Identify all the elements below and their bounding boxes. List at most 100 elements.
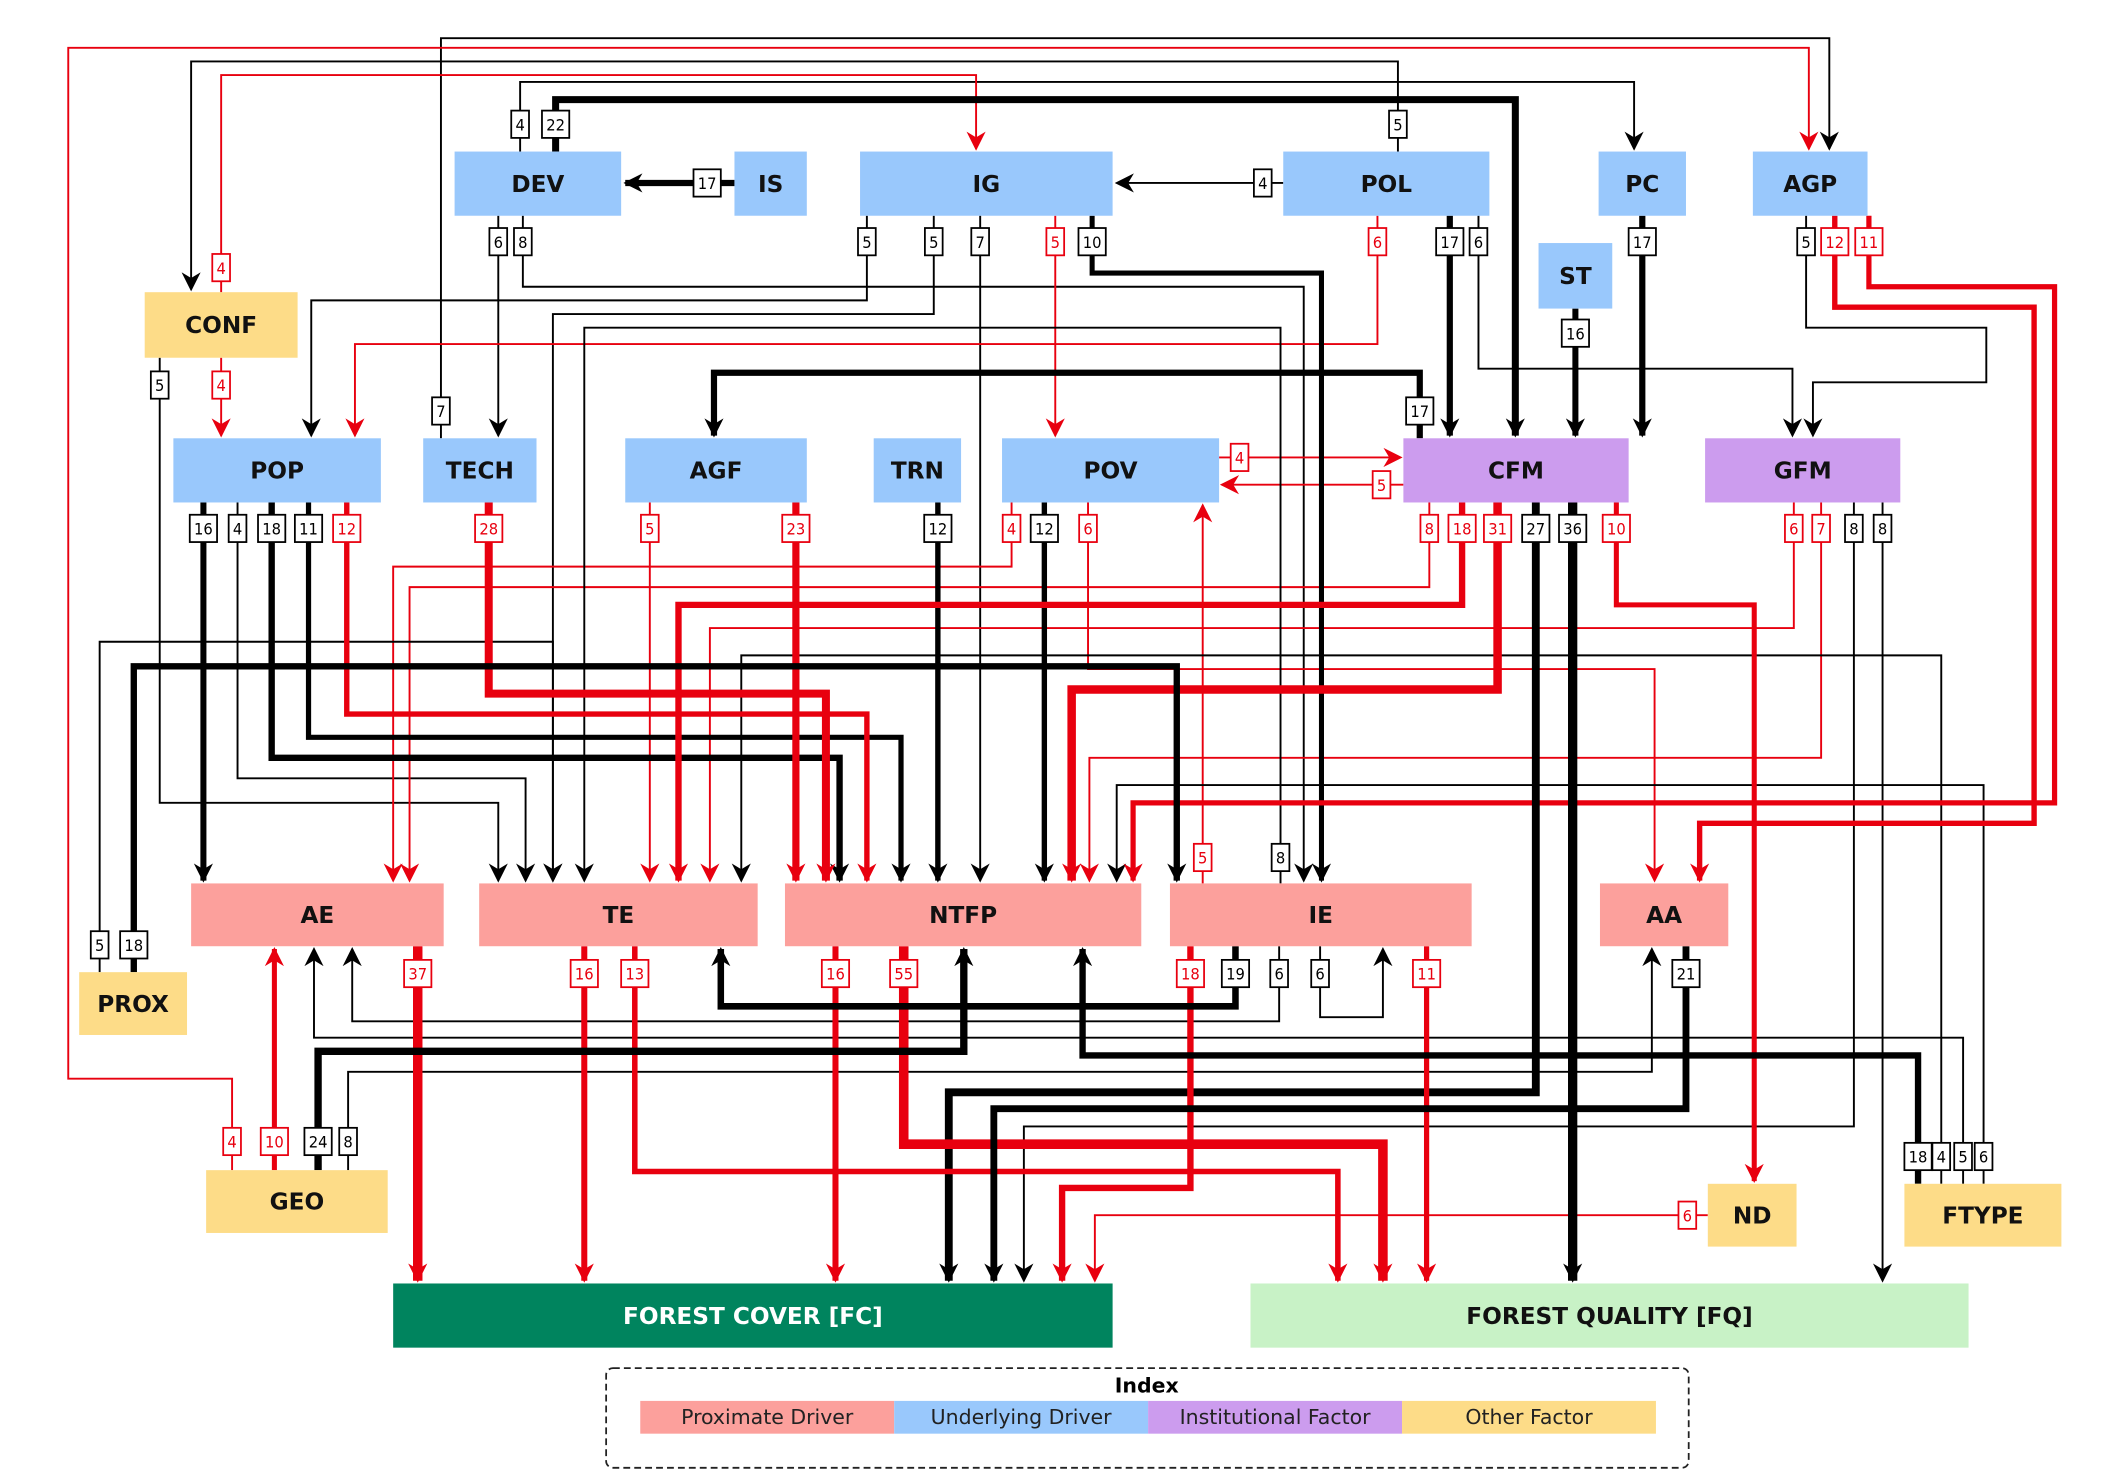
edge-line <box>552 96 1525 438</box>
weight-box <box>513 227 533 257</box>
edge-ftype-to-ie <box>1073 947 1922 1184</box>
edge-weight-label: 6 <box>1468 227 1489 257</box>
edge-weight-label: 4 <box>222 1126 242 1157</box>
node-box <box>191 883 444 947</box>
edge-weight-label: 8 <box>1872 513 1893 543</box>
weight-value: 6 <box>1083 520 1092 539</box>
node-box <box>1598 151 1686 216</box>
node-label: TE <box>603 902 635 929</box>
node-label: CFM <box>1488 458 1544 485</box>
weight-box <box>1029 513 1059 543</box>
edge-weight-label: 4 <box>510 109 530 139</box>
node-label: FTYPE <box>1942 1202 2023 1229</box>
weight-box <box>1269 958 1289 989</box>
edge-line <box>1073 947 1922 1184</box>
edge-weight-label: 6 <box>1367 227 1388 257</box>
edge-geo-to-agp <box>67 46 1819 1171</box>
weight-box <box>1270 842 1291 873</box>
edge-weight-label: 27 <box>1521 513 1551 543</box>
weight-value: 8 <box>1849 520 1858 539</box>
edge-gfm-to-fc <box>1014 502 1855 1283</box>
weight-value: 5 <box>1051 233 1060 252</box>
edge-agp-to-gfm <box>1803 215 1988 438</box>
edge-weight-label: 18 <box>1447 513 1477 543</box>
edge-conf-to-ig <box>220 74 986 293</box>
weight-value: 16 <box>575 965 594 984</box>
edge-line <box>521 215 1314 883</box>
edge-weight-label: 7 <box>970 227 990 257</box>
weight-value: 6 <box>1979 1148 1988 1167</box>
node-label: POV <box>1084 458 1138 485</box>
edge-line <box>314 947 974 1171</box>
weight-box <box>1435 227 1465 257</box>
weight-value: 16 <box>1566 324 1585 343</box>
edge-weight-label: 5 <box>1371 470 1392 500</box>
edges-layer <box>67 37 2058 1283</box>
weight-box <box>1388 109 1408 139</box>
edge-line <box>704 369 1423 439</box>
weight-box <box>970 227 990 257</box>
weight-box <box>1811 513 1831 543</box>
edge-aa-to-fc <box>984 946 1690 1283</box>
weight-value: 6 <box>1789 520 1798 539</box>
node-box <box>79 972 188 1035</box>
weight-value: 10 <box>1083 233 1102 252</box>
weight-value: 37 <box>408 965 427 984</box>
edge-weight-label: 6 <box>1269 958 1289 989</box>
edge-weight-label: 8 <box>338 1126 358 1157</box>
node-trn: TRN <box>873 438 962 503</box>
weight-value: 13 <box>625 965 644 984</box>
node-pov: POV <box>1002 438 1220 503</box>
edge-line <box>130 663 1187 973</box>
node-box <box>873 438 962 503</box>
weight-value: 5 <box>1377 476 1386 495</box>
edge-weight-label: 4 <box>227 513 248 543</box>
legend-label: Proximate Driver <box>681 1405 854 1429</box>
weight-value: 17 <box>1410 402 1429 421</box>
node-label: DEV <box>511 171 564 198</box>
weight-box <box>474 513 504 543</box>
edge-weight-label: 12 <box>1029 513 1059 543</box>
weight-value: 6 <box>1274 965 1283 984</box>
edge-ig-to-ie <box>1089 215 1332 883</box>
weight-value: 8 <box>1276 849 1285 868</box>
weight-box <box>1521 513 1551 543</box>
weight-value: 4 <box>227 1133 236 1152</box>
edge-weight-label: 6 <box>1677 1200 1698 1230</box>
edge-weight-label: 5 <box>857 227 877 257</box>
node-dev: DEV <box>454 151 622 216</box>
edge-dev-to-pc <box>519 80 1644 152</box>
weight-box <box>781 513 811 543</box>
edge-line <box>484 502 836 883</box>
node-fc: FOREST COVER [FC] <box>393 1283 1113 1348</box>
edge-line <box>301 215 868 438</box>
edge-line <box>519 80 1644 152</box>
edge-weight-label: 17 <box>1405 396 1435 426</box>
weight-value: 31 <box>1488 520 1507 539</box>
edge-agp-to-ntfp <box>1123 215 2058 883</box>
edge-weight-label: 55 <box>889 958 919 989</box>
node-label: FOREST QUALITY [FQ] <box>1466 1303 1752 1330</box>
weight-value: 4 <box>1235 449 1244 468</box>
weight-value: 4 <box>1007 520 1016 539</box>
edge-cfm-to-te <box>668 502 1466 883</box>
legend-label: Underlying Driver <box>931 1405 1112 1429</box>
edge-line <box>1123 215 2058 883</box>
weight-box <box>1412 958 1442 989</box>
edge-weight-label: 6 <box>1310 958 1330 989</box>
node-tech: TECH <box>423 438 537 503</box>
edge-line <box>305 502 911 883</box>
weight-value: 12 <box>1035 520 1054 539</box>
edge-line <box>939 502 1540 1283</box>
edge-weight-label: 16 <box>569 958 599 989</box>
legend-border <box>605 1367 1690 1469</box>
weight-value: 11 <box>1860 233 1879 252</box>
weight-box <box>1677 1200 1698 1230</box>
node-label: AE <box>301 902 335 929</box>
weight-box <box>1601 513 1631 543</box>
node-agp: AGP <box>1752 151 1868 216</box>
legend-item-other: Other Factor <box>1402 1400 1656 1434</box>
node-box <box>1250 1283 1969 1348</box>
node-label: IE <box>1309 902 1333 929</box>
